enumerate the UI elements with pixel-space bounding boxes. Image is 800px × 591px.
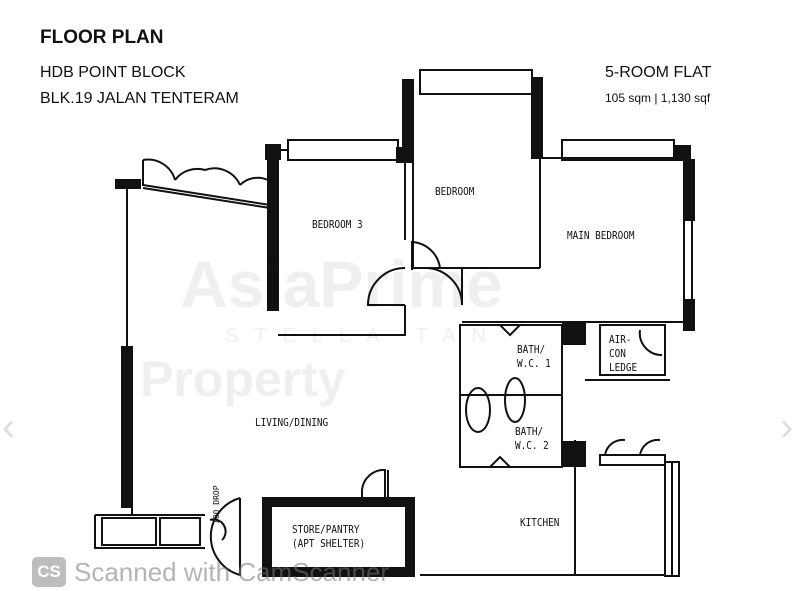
room-label-bath1: BATH/W.C. 1 xyxy=(517,343,551,371)
flat-type: 5-ROOM FLAT xyxy=(605,64,712,81)
room-label-bedroom3: BEDROOM 3 xyxy=(312,218,363,231)
aircon-line3: LEDGE xyxy=(609,361,638,374)
bath2-line1: BATH/ xyxy=(515,425,544,438)
next-image-arrow-icon[interactable]: › xyxy=(780,405,794,449)
camscanner-watermark: CS Scanned with CamScanner xyxy=(32,556,389,588)
watermark-brand: AsiaPrime xyxy=(180,247,503,321)
store-line1: STORE/PANTRY xyxy=(292,523,360,536)
page-title: FLOOR PLAN xyxy=(40,27,164,48)
bath1-line1: BATH/ xyxy=(517,343,546,356)
bath1-line2: W.C. 1 xyxy=(517,357,551,370)
aircon-line2: CON xyxy=(609,347,626,360)
room-label-bedroom: BEDROOM xyxy=(435,185,475,198)
previous-image-arrow-icon[interactable]: ‹ xyxy=(2,405,16,449)
camscanner-logo-icon: CS xyxy=(32,557,66,587)
address: BLK.19 JALAN TENTERAM xyxy=(40,90,239,107)
refuse-drop-label: 100 DROP xyxy=(212,485,221,524)
watermark-brand2: Property xyxy=(140,351,346,407)
block-type: HDB POINT BLOCK xyxy=(40,64,186,81)
flat-area: 105 sqm | 1,130 sqf xyxy=(605,91,711,105)
camscanner-text: Scanned with CamScanner xyxy=(74,557,390,587)
room-label-main-bedroom: MAIN BEDROOM xyxy=(567,229,635,242)
wall xyxy=(115,179,141,189)
room-label-store: STORE/PANTRY(APT SHELTER) xyxy=(292,523,365,551)
room-label-bath2: BATH/W.C. 2 xyxy=(515,425,549,453)
aircon-line1: AIR- xyxy=(609,333,632,346)
watermark-agent: STELLA TAN xyxy=(225,325,503,347)
room-label-living-dining: LIVING/DINING xyxy=(255,416,329,429)
store-line2: (APT SHELTER) xyxy=(292,537,366,550)
room-label-kitchen: KITCHEN xyxy=(520,516,560,529)
bath2-line2: W.C. 2 xyxy=(515,439,549,452)
